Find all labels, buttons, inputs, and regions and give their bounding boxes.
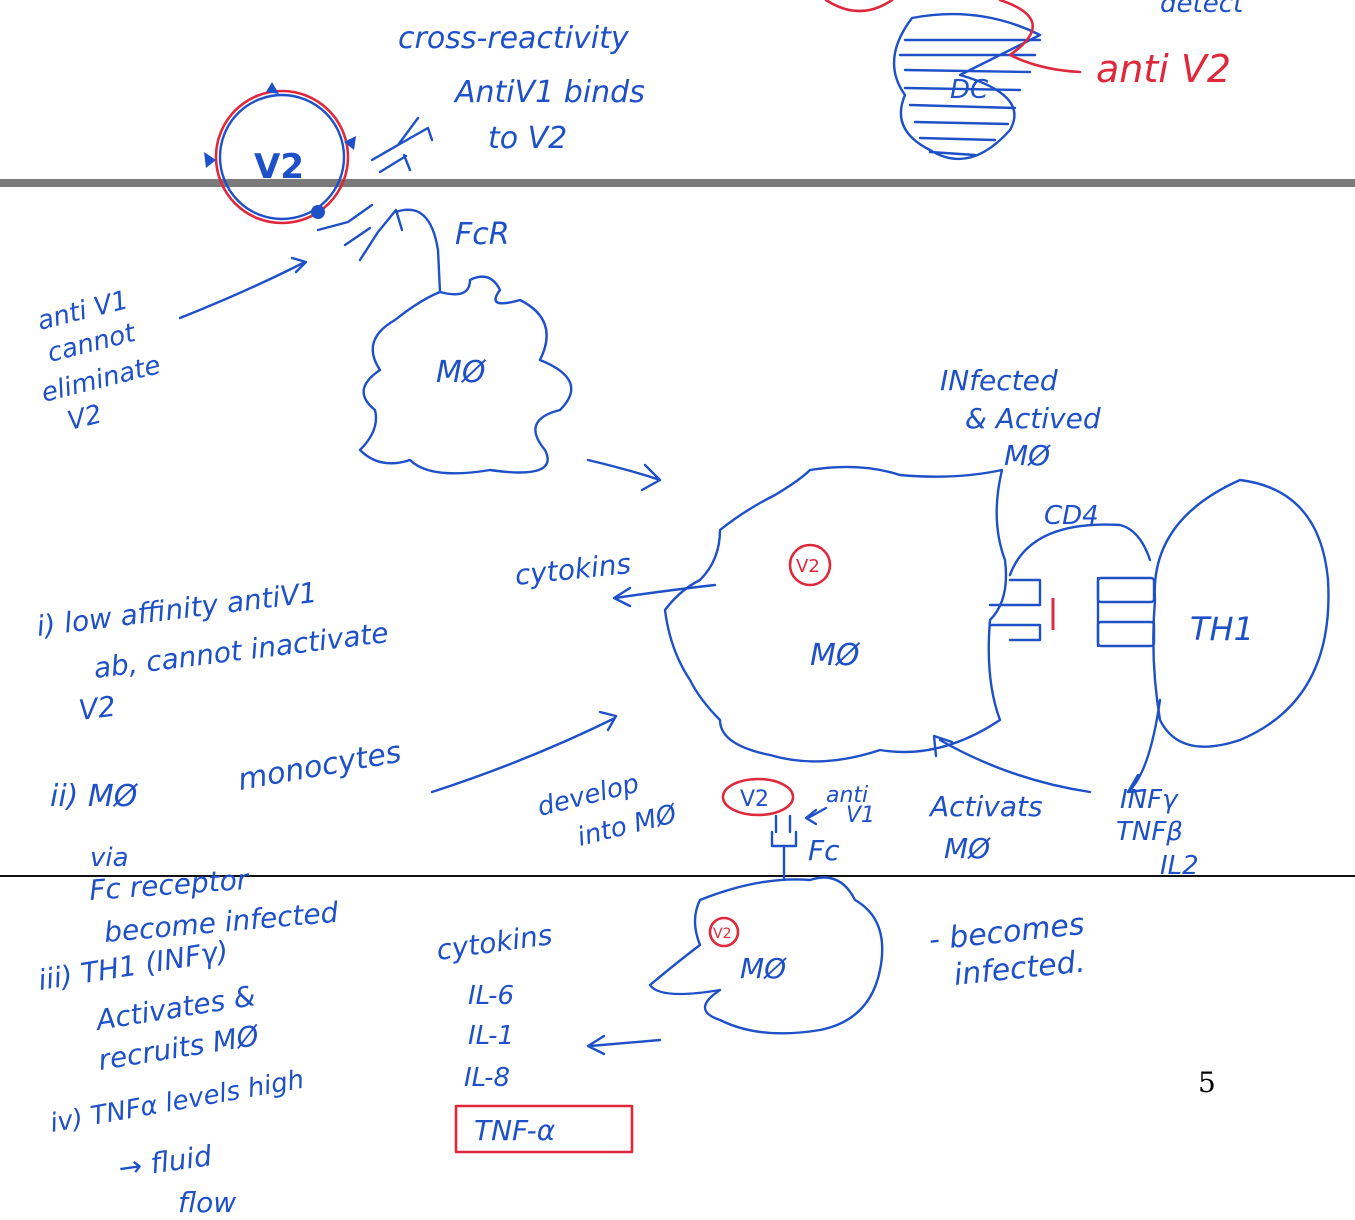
lower-cytokines-title: cytokins xyxy=(434,918,554,967)
infected-virus-circle xyxy=(788,543,832,587)
lower-cytokine-2: IL-1 xyxy=(468,1021,514,1051)
monocytes-arrow xyxy=(430,710,618,794)
point-iv-line-2: → fluid xyxy=(116,1139,214,1185)
infected-virus-label: V2 xyxy=(796,556,820,577)
macrophage-lower-label: MØ xyxy=(740,952,787,985)
spike-top-icon xyxy=(266,82,279,94)
infected-note: INfected & Actived MØ xyxy=(940,364,1101,472)
monocytes-label: monocytes xyxy=(235,735,404,798)
cd4-connector xyxy=(1008,523,1152,577)
v2-virus-particle: V2 xyxy=(204,82,356,225)
point-i-line-3: V2 xyxy=(77,690,118,727)
th1-label: TH1 xyxy=(1190,610,1254,648)
corner-fragment: detect xyxy=(1160,0,1244,19)
activation-arrow xyxy=(932,734,1092,794)
point-iii: iii) TH1 (INFγ) Activates & recruits MØ xyxy=(36,934,262,1077)
left-note-line-4: V2 xyxy=(64,399,105,436)
v2-label: V2 xyxy=(254,147,304,187)
anti-v1-arrow xyxy=(804,806,828,826)
tcr-box-upper xyxy=(1096,576,1156,604)
point-iv-line-1: iv) TNFα levels high xyxy=(48,1065,306,1139)
left-note: anti V1 cannot eliminate V2 xyxy=(34,285,163,436)
bound-virus-label: V2 xyxy=(740,787,769,812)
fc-label: Fc xyxy=(808,834,840,867)
fc-antibody-icon xyxy=(770,814,798,882)
macrophage-upper-label: MØ xyxy=(436,355,487,390)
macrophage-upper: MØ xyxy=(358,275,573,475)
point-ii-line-2: via xyxy=(90,843,129,873)
fcr-label: FcR xyxy=(455,217,510,252)
macrophage-lower: V2 MØ xyxy=(648,876,884,1035)
infected-note-line-1: INfected xyxy=(940,364,1058,397)
cytokines-label: cytokins xyxy=(513,547,632,592)
anti-v1-label-line-1: anti xyxy=(826,783,868,808)
cross-reactivity-note: cross-reactivity AntiV1 binds to V2 xyxy=(398,21,645,156)
bound-virus-ellipse xyxy=(721,777,795,817)
spike-right-icon xyxy=(344,136,356,150)
th1-cytokine-3: IL2 xyxy=(1160,851,1199,881)
point-i: i) low affinity antiV1 ab, cannot inacti… xyxy=(35,576,390,727)
spike-left-icon xyxy=(204,152,216,168)
bound-antibody-icon xyxy=(316,203,404,262)
page-number: 5 xyxy=(1198,1066,1216,1099)
macrophage-infected-label: MØ xyxy=(810,638,861,673)
dendritic-cell: DC xyxy=(824,0,1082,160)
activates-label-line-2: MØ xyxy=(944,832,991,865)
activates-label-line-1: Activats xyxy=(928,790,1043,823)
lower-virus-circle xyxy=(708,916,740,948)
anti-v1-label-line-2: V1 xyxy=(846,803,875,828)
th1-cell: TH1 xyxy=(1126,478,1330,794)
cytokines-arrow xyxy=(612,583,717,608)
antibody-y-icon xyxy=(370,116,434,174)
spike-bottom-icon xyxy=(311,205,325,219)
tnf-box xyxy=(454,1104,634,1154)
infected-note-line-3: MØ xyxy=(1004,439,1051,472)
th1-cytokine-1: INFγ xyxy=(1120,785,1179,815)
point-iv-line-3: flow xyxy=(178,1186,236,1219)
lower-cytokines-arrow xyxy=(586,1034,662,1056)
anti-v2-label: anti V2 xyxy=(1096,47,1231,91)
dc-label: DC xyxy=(950,75,989,105)
cross-reactivity-line-3: to V2 xyxy=(488,121,567,156)
tnf-box-label: TNF-α xyxy=(474,1114,556,1147)
infected-note-line-2: & Actived xyxy=(965,402,1101,435)
lower-cytokine-1: IL-6 xyxy=(468,981,514,1011)
th1-cytokine-2: TNFβ xyxy=(1116,817,1183,847)
macrophage-infected: V2 MØ xyxy=(663,465,1008,763)
cross-reactivity-line-1: cross-reactivity xyxy=(398,21,630,56)
point-iv: iv) TNFα levels high → fluid flow xyxy=(48,1065,306,1219)
lower-virus-label: V2 xyxy=(713,926,731,942)
point-ii: ii) MØ via Fc receptor become infected xyxy=(50,779,340,949)
cross-reactivity-line-2: AntiV1 binds xyxy=(453,75,645,110)
left-note-arrow xyxy=(178,256,308,320)
lower-cytokine-3: IL-8 xyxy=(464,1063,510,1093)
fcr-connector xyxy=(394,208,442,294)
point-ii-line-1: ii) MØ xyxy=(50,779,139,814)
tcr-box-lower xyxy=(1096,620,1156,648)
transition-arrow xyxy=(586,458,662,492)
mhc-tcr-connector xyxy=(988,578,1042,642)
